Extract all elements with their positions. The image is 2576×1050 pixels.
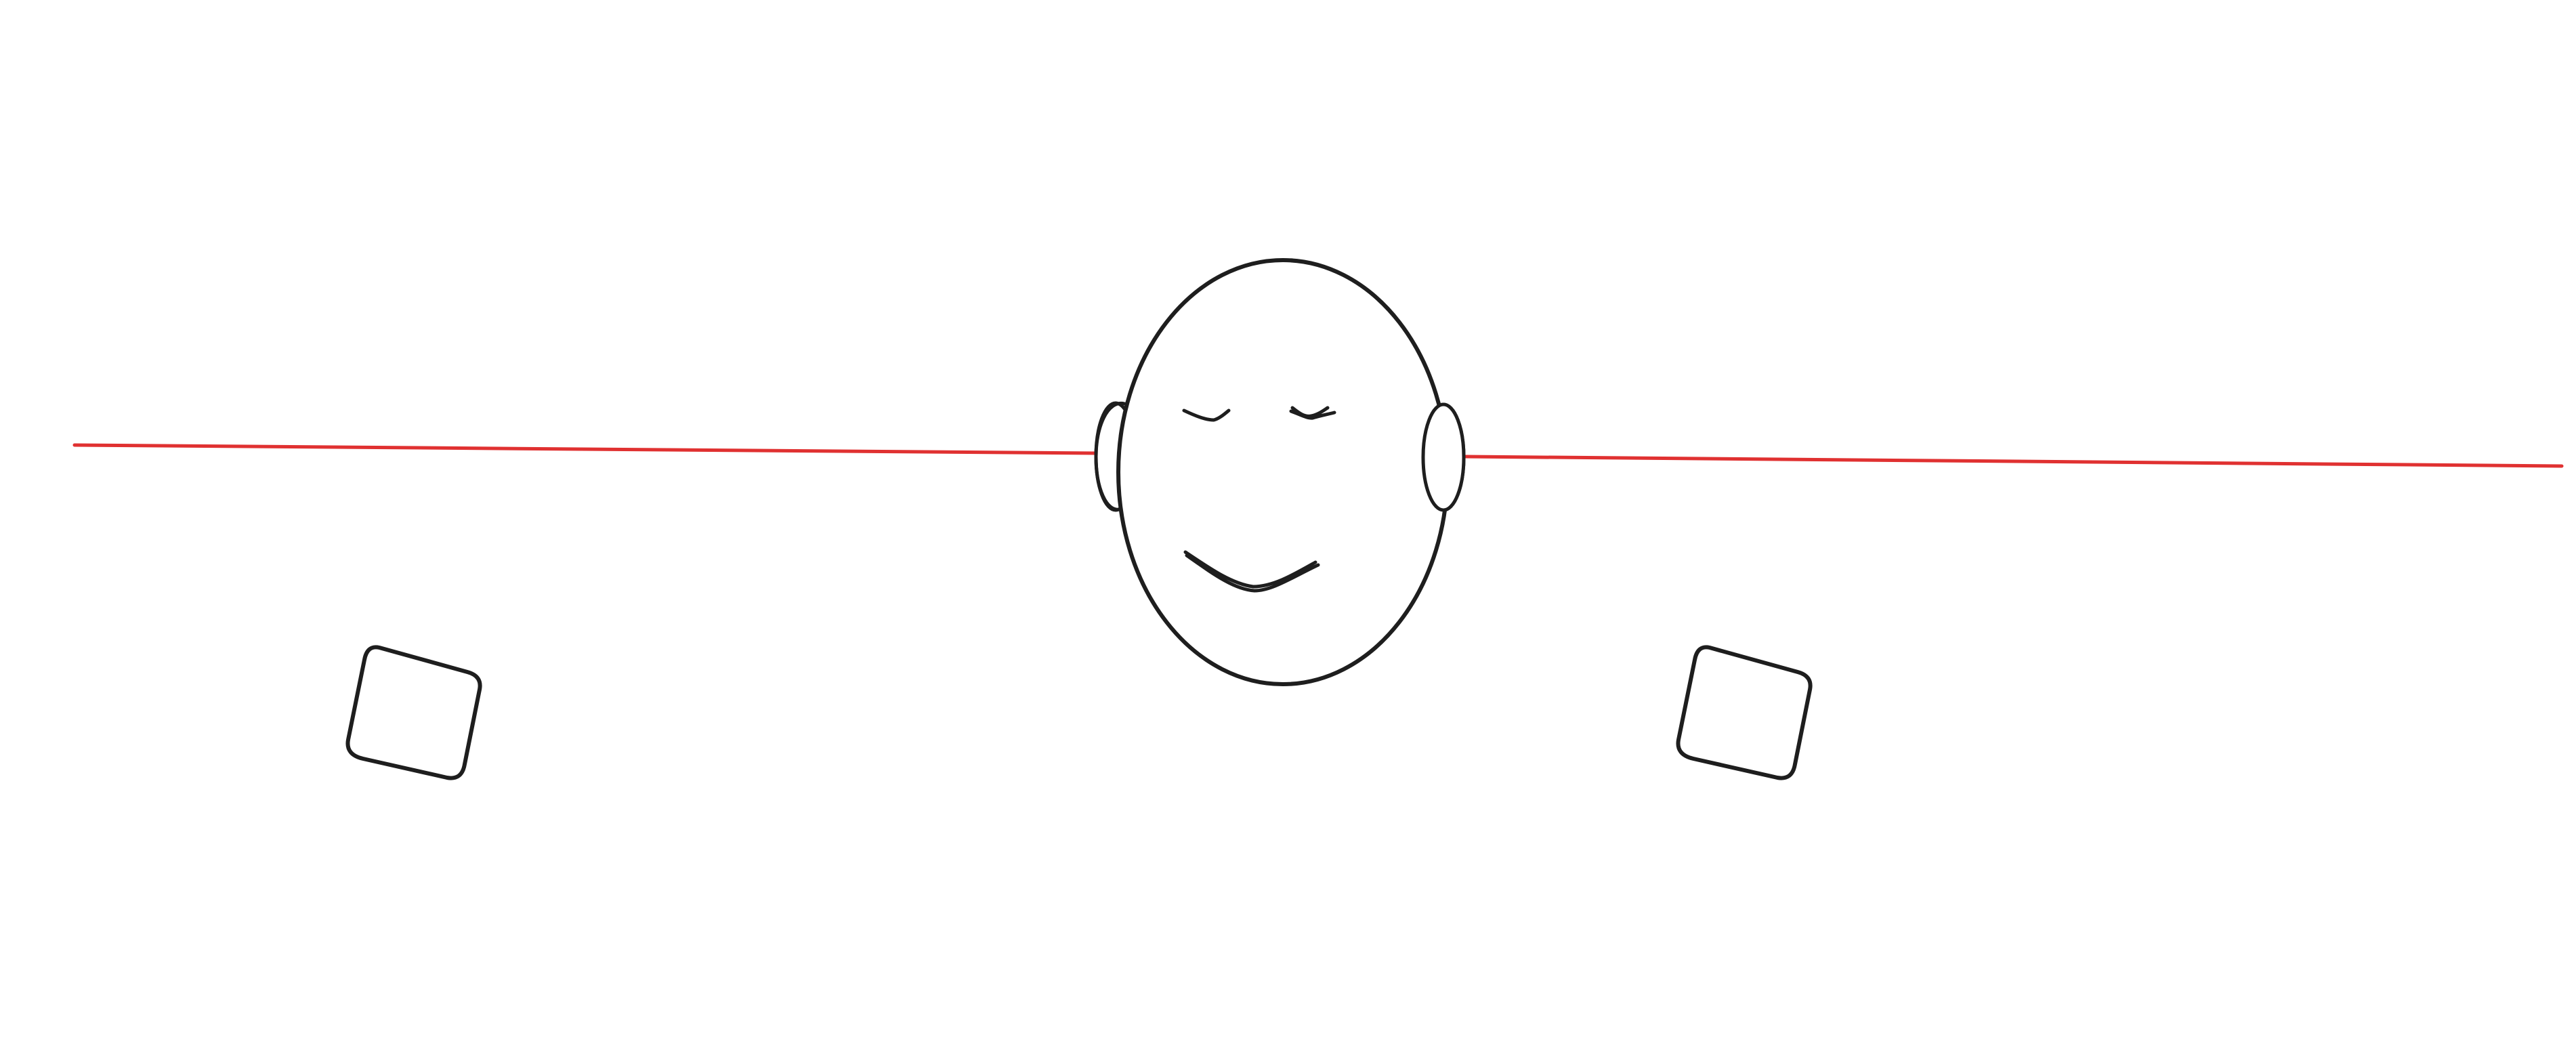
mouth-smile (1183, 550, 1320, 593)
left-red-line (72, 443, 1098, 455)
right-ear-front (1421, 402, 1466, 512)
right-box (1676, 645, 1813, 780)
left-box (345, 645, 482, 780)
head-outline (1116, 258, 1450, 686)
right-eye (1289, 406, 1336, 420)
left-ear-front (1094, 401, 1126, 511)
left-eye (1182, 408, 1231, 422)
right-red-line (1464, 455, 2564, 468)
